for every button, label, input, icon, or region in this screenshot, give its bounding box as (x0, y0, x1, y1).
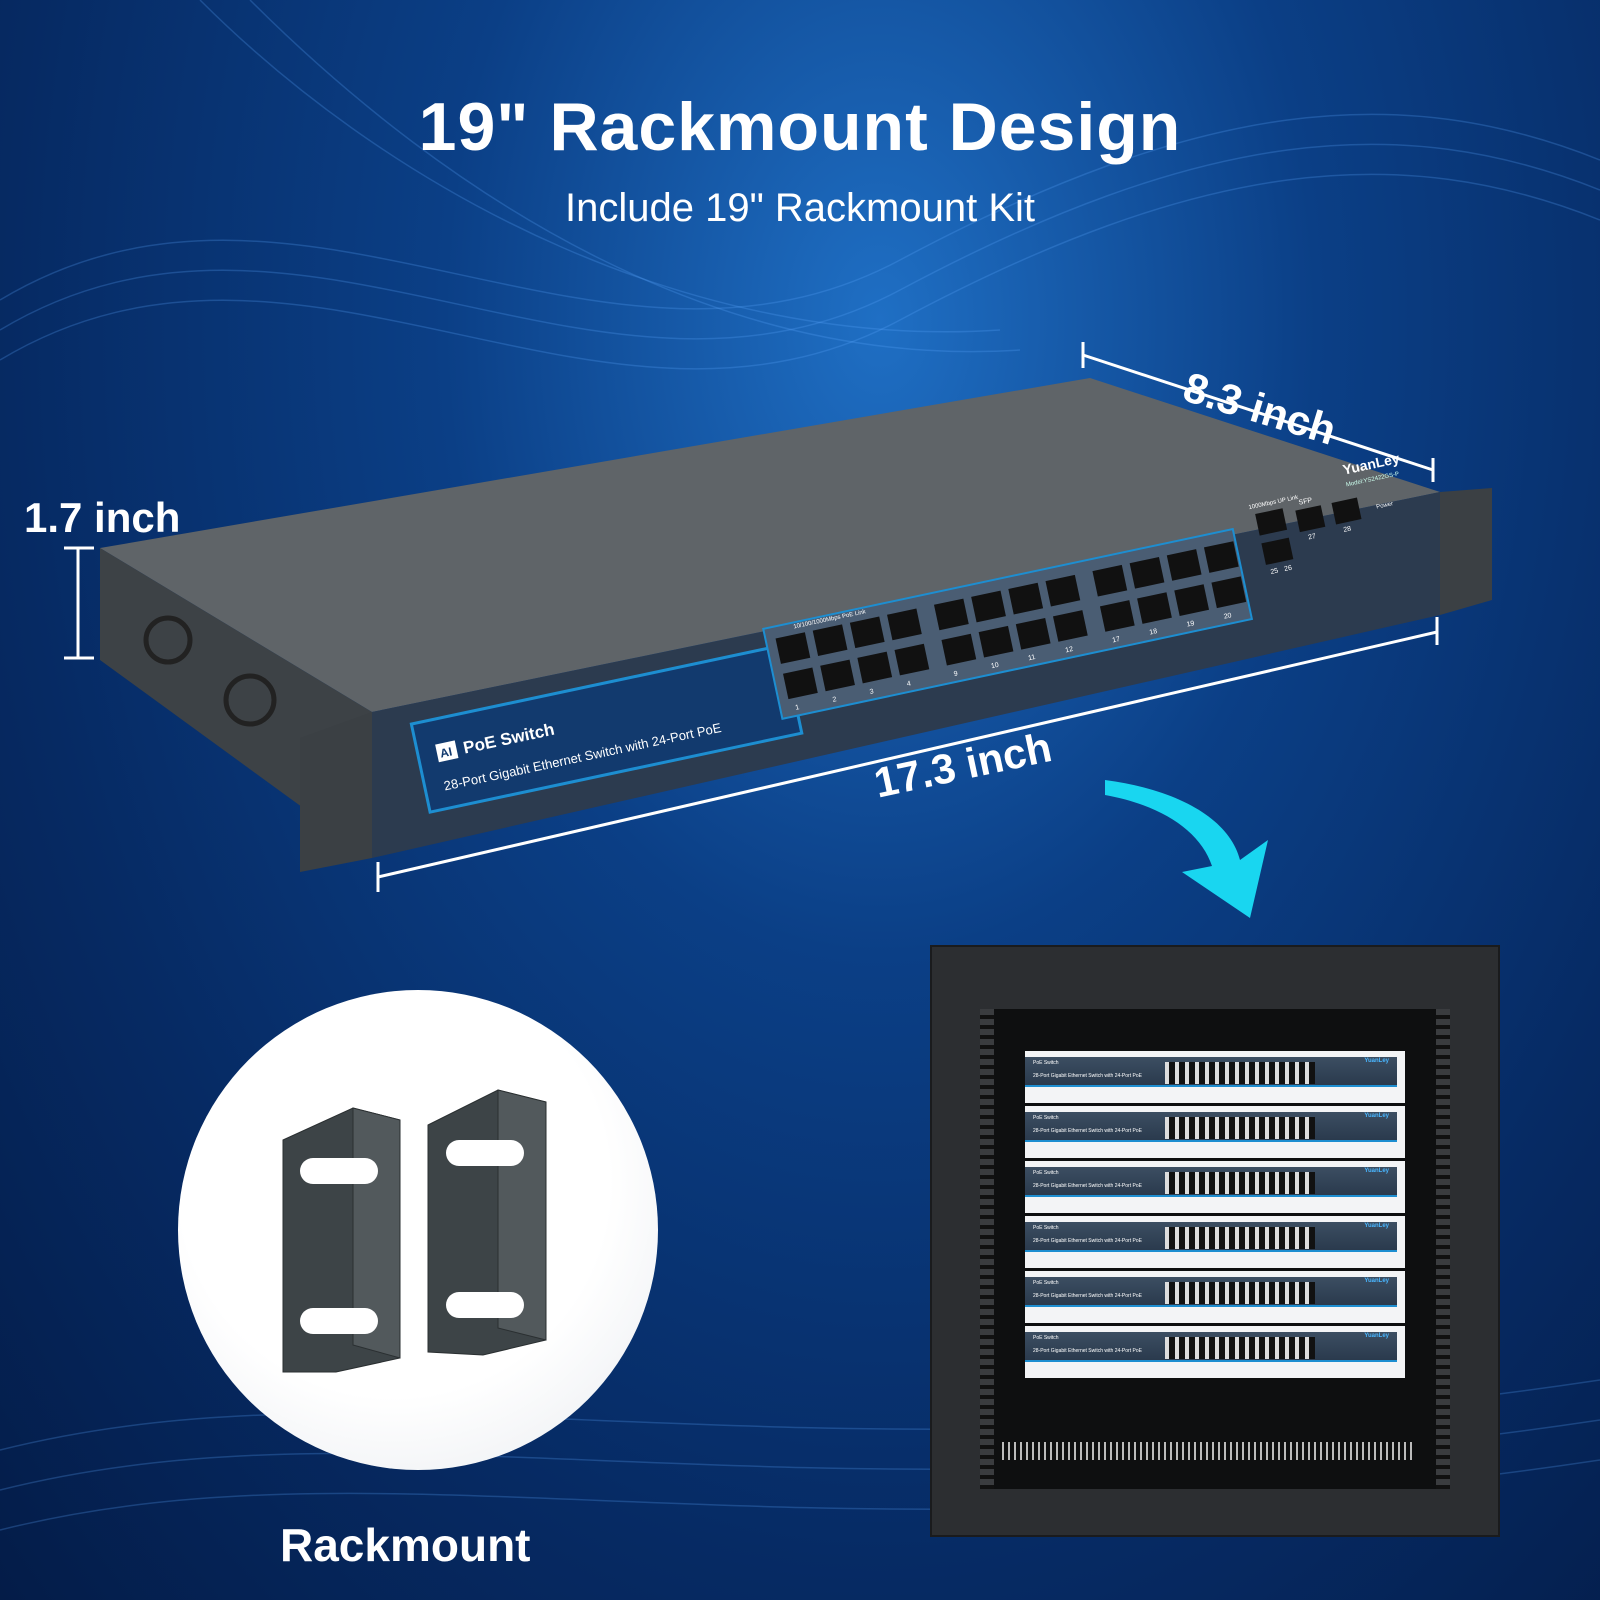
arrow-down-icon (1105, 780, 1268, 918)
sfp-label: SFP (1298, 497, 1313, 507)
svg-text:2: 2 (832, 696, 837, 704)
svg-text:11: 11 (1028, 654, 1037, 662)
rack-rail (980, 1009, 994, 1489)
switch-illustration: AI PoE Switch 28-Port Gigabit Ethernet S… (64, 342, 1492, 918)
left-ear (300, 712, 372, 872)
dimension-lines (64, 342, 1439, 892)
svg-text:4: 4 (906, 680, 911, 688)
ai-badge-text: AI (439, 744, 454, 760)
fan-icon (223, 673, 277, 727)
svg-text:17: 17 (1112, 636, 1121, 644)
rack-rail (1436, 1009, 1450, 1489)
height-dimension: 1.7 inch (24, 494, 181, 541)
svg-text:18: 18 (1149, 628, 1158, 636)
svg-text:10: 10 (990, 662, 999, 670)
svg-text:28: 28 (1343, 525, 1352, 533)
power-label: Power (1376, 501, 1394, 510)
ai-badge (435, 740, 459, 763)
page-title: 19" Rackmount Design (418, 89, 1182, 165)
bracket-image (178, 990, 658, 1470)
svg-text:26: 26 (1284, 565, 1293, 573)
cabinet-vent (1002, 1442, 1412, 1460)
svg-text:19: 19 (1186, 620, 1195, 628)
svg-text:1: 1 (795, 704, 800, 712)
right-ear (1440, 488, 1492, 615)
bracket-caption: Rackmount (280, 1519, 531, 1571)
svg-text:20: 20 (1223, 612, 1232, 620)
page-subtitle: Include 19" Rackmount Kit (565, 186, 1035, 230)
switch-top-face (100, 378, 1440, 712)
svg-text:12: 12 (1065, 646, 1074, 654)
svg-text:3: 3 (869, 688, 874, 696)
svg-text:25: 25 (1270, 568, 1279, 576)
svg-text:9: 9 (953, 670, 958, 678)
svg-text:27: 27 (1308, 533, 1317, 541)
fan-icon (143, 615, 193, 665)
